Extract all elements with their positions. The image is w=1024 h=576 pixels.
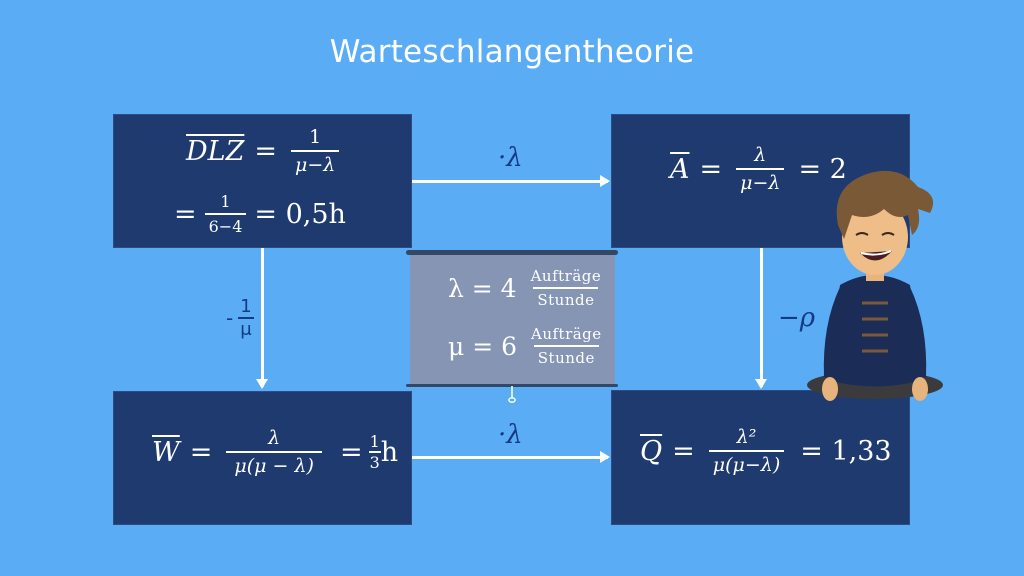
mu-value: μ = 6 [448,331,517,361]
arrow-bottom-label: ·λ [498,420,523,450]
numerator: 1 [240,296,252,317]
a-formula: A = λ μ−λ = 2 [670,145,847,194]
lambda-parameter: λ = 4 Aufträge Stunde [448,268,609,308]
box-dlz: DLZ = 1 μ−λ = 1 6−4 = 0,5h [113,114,412,248]
arrow-dlz-to-a [412,175,610,187]
arrow-dlz-to-w [256,248,268,389]
left-fraction: 1 μ [238,296,254,340]
q-symbol: Q [640,435,663,467]
numerator: λ [268,427,281,449]
denominator: 3 [368,451,381,473]
denominator: μ [238,317,254,340]
equals-sign: = [699,153,723,185]
dlz-symbol: DLZ [186,135,245,167]
pull-cord-icon[interactable] [508,386,516,404]
w-unit: h [380,436,399,468]
parameters-panel [410,252,615,386]
mu-parameter: μ = 6 Aufträge Stunde [448,326,610,366]
arrow-top-label: ·λ [498,143,523,173]
q-formula: Q = λ² μ(μ−λ) = 1,33 [640,427,892,476]
numerator: 1 [309,126,322,148]
arrow-w-to-q [412,451,610,463]
equals-sign: = [254,135,277,167]
numerator: λ² [736,426,757,448]
a-result: = 2 [798,153,847,185]
arrow-right-label: −ρ [778,303,816,333]
lambda-unit: Aufträge Stunde [527,268,606,308]
dlz-fraction: 1 μ−λ [290,126,340,176]
mu-unit: Aufträge Stunde [527,326,606,366]
dlz-value-fraction: 1 6−4 [204,192,247,236]
q-fraction: λ² μ(μ−λ) [708,426,785,476]
equals-sign: = [672,435,695,467]
equals-sign: = [339,436,363,468]
numerator: 1 [220,192,231,211]
a-symbol: A [670,153,690,185]
denominator: 6−4 [204,212,247,236]
arrow-left-label: - 1 μ [226,296,254,340]
equals-sign: = [174,198,197,230]
w-symbol: W [152,436,180,468]
numerator: 1 [369,431,380,451]
box-q: Q = λ² μ(μ−λ) = 1,33 [611,390,910,525]
lambda-value: λ = 4 [448,273,517,303]
denominator: μ(μ−λ) [708,449,785,476]
q-result: = 1,33 [800,435,892,467]
cartoon-character-illustration [807,170,943,401]
arrow-a-to-q [755,248,767,389]
page-title: Warteschlangentheorie [329,34,695,70]
dlz-calculation: = 1 6−4 = 0,5h [174,193,346,235]
box-w: W = λ μ(μ − λ) = 1 3 h [113,391,412,525]
numerator: Aufträge [531,325,602,343]
denominator: μ−λ [736,167,785,194]
a-fraction: λ μ−λ [736,144,785,194]
denominator: μ(μ − λ) [226,450,322,477]
w-result-fraction: 1 3 [368,431,381,473]
panel-top-rod [406,250,618,255]
denominator: Stunde [533,286,599,309]
denominator: μ−λ [290,149,340,176]
dlz-result: = 0,5h [254,198,346,230]
minus-sign: - [226,306,234,330]
dlz-formula: DLZ = 1 μ−λ [186,127,343,176]
w-fraction: λ μ(μ − λ) [226,428,322,477]
denominator: Stunde [533,344,599,367]
numerator: Aufträge [530,267,602,285]
panel-bottom-rod [406,384,618,387]
equals-sign: = [189,436,213,468]
numerator: λ [754,144,767,166]
w-formula: W = λ μ(μ − λ) = 1 3 h [152,428,398,477]
